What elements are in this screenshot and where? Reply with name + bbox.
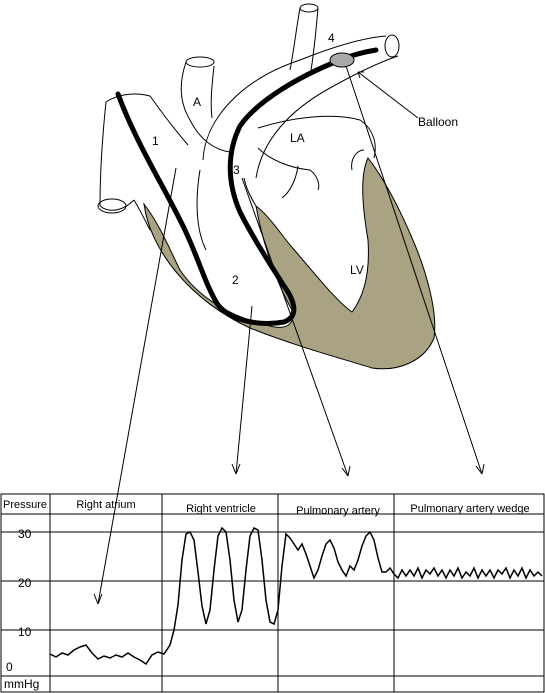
balloon-label: Balloon [418, 115, 458, 129]
tick-label-30: 30 [18, 527, 32, 541]
aortic-arch-top [185, 56, 215, 68]
tick-label-0: 0 [6, 660, 13, 674]
aorta [289, 7, 319, 77]
leader-site-3 [241, 177, 349, 477]
pulmonary-artery-trunk [202, 35, 399, 179]
tick-label-20: 20 [18, 576, 32, 590]
left-ventricle-label: LV [350, 263, 364, 277]
site-4-label: 4 [328, 31, 335, 45]
pulmonary-vein [351, 149, 365, 171]
column-header-pulmonary-artery-wedge: Pulmonary artery wedge [410, 503, 529, 515]
leader-arrows [93, 65, 485, 605]
aortic-arch [180, 61, 231, 153]
right-ventricle-outline [196, 169, 257, 251]
vena-cava-opening [97, 198, 127, 214]
pressure-table [0, 493, 545, 693]
pulmonary-artery-end [384, 34, 400, 58]
row-header-pressure: Pressure [3, 499, 47, 511]
leader-site-2 [235, 305, 253, 475]
right-atrium-wall [99, 95, 189, 231]
column-header-pulmonary-artery: Pulmonary artery [296, 505, 380, 517]
leader-site-1 [97, 167, 177, 605]
left-atrium-wall [257, 115, 376, 199]
site-3-label: 3 [233, 163, 240, 177]
column-header-right-atrium: Right atrium [76, 499, 135, 511]
pressure-waveform [49, 526, 543, 666]
balloon-icon [329, 52, 355, 68]
myocardium-wall [143, 157, 436, 370]
table-border [0, 493, 545, 693]
tick-label-10: 10 [18, 625, 32, 639]
column-header-right-ventricle: Right ventricle [186, 503, 256, 515]
leader-site-4 [345, 65, 483, 475]
site-2-label: 2 [232, 273, 239, 287]
unit-label-mmhg: mmHg [4, 677, 39, 691]
balloon-pointer [357, 71, 419, 119]
left-atrium-label: LA [290, 131, 305, 145]
heart-illustration [97, 3, 436, 370]
site-1-label: 1 [152, 134, 159, 148]
vena-cava-top [105, 93, 151, 103]
aorta-top [299, 3, 319, 13]
catheter [115, 47, 379, 326]
aorta-label: A [193, 95, 201, 109]
